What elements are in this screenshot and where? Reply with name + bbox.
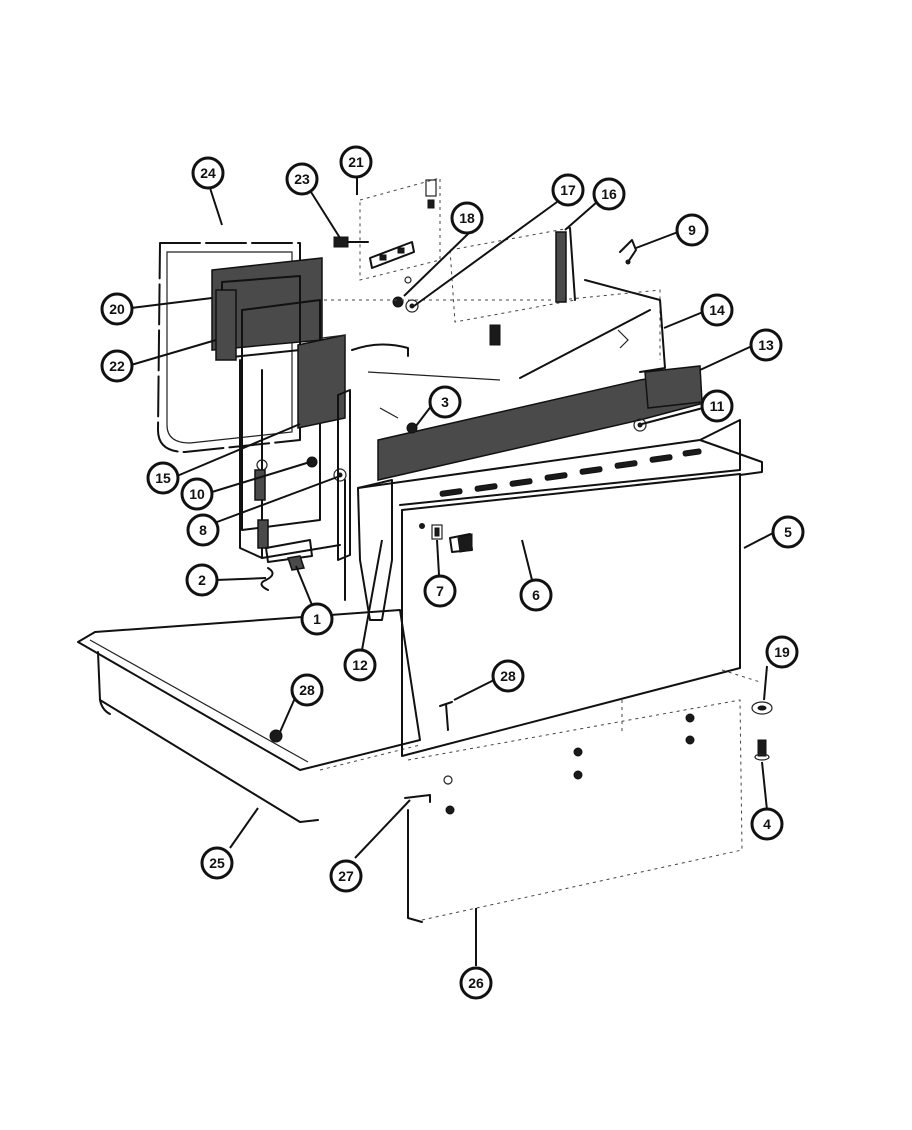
svg-text:19: 19 [774,644,790,660]
part-11-nut [633,418,647,432]
part-5-front-panel [401,473,741,757]
part-26-lower-support [407,669,761,923]
svg-text:11: 11 [710,398,725,414]
svg-text:20: 20 [109,301,125,317]
part-9-clip [619,239,637,265]
svg-text:21: 21 [348,154,364,170]
svg-text:3: 3 [441,394,449,410]
part-7-switch [431,524,443,540]
svg-text:24: 24 [200,165,216,181]
rail-slots [439,448,702,497]
svg-text:8: 8 [199,522,207,538]
part-21-back-panel [359,177,441,281]
svg-text:1: 1 [313,611,321,627]
callout-24: 24 [191,156,225,190]
svg-text:28: 28 [500,668,516,684]
callout-5: 5 [771,515,805,549]
svg-text:15: 15 [155,470,171,486]
svg-text:17: 17 [560,182,576,198]
svg-text:7: 7 [436,583,444,599]
callout-7: 7 [423,574,457,608]
svg-text:14: 14 [709,302,725,318]
part-6-knob [449,533,473,553]
svg-text:16: 16 [601,186,617,202]
callout-27: 27 [329,859,363,893]
central-divider-panel [240,279,666,381]
svg-text:18: 18 [459,210,475,226]
svg-text:5: 5 [784,524,792,540]
svg-text:22: 22 [109,358,125,374]
callout-6: 6 [519,578,553,612]
part-1-clip [287,555,305,571]
svg-text:9: 9 [688,222,696,238]
part-12-bracket [337,389,351,601]
svg-text:27: 27 [338,868,354,884]
callout-17: 17 [551,173,585,207]
callout-15: 15 [146,461,180,495]
part-3-screw [379,407,418,434]
callout-22: 22 [100,349,134,383]
callout-21: 21 [339,145,373,179]
callout-11: 11 [700,389,734,423]
callout-13: 13 [749,328,783,362]
part-27-bracket [404,794,431,803]
part-13-top-insulation [377,365,703,481]
callouts: 1 2 3 4 5 6 7 8 9 10 11 12 13 14 15 16 1… [100,145,805,1000]
callout-19: 19 [765,635,799,669]
part-15-vertical-insulation [297,334,346,429]
svg-text:23: 23 [294,171,310,187]
callout-18: 18 [450,201,484,235]
callout-25: 25 [200,846,234,880]
callout-4: 4 [750,807,784,841]
callout-16: 16 [592,177,626,211]
callout-28-lower: 28 [290,673,324,707]
svg-text:10: 10 [189,486,205,502]
svg-text:6: 6 [532,587,540,603]
callout-8: 8 [186,513,220,547]
svg-text:26: 26 [468,975,484,991]
part-16-back-panel-right [449,227,576,323]
callout-10: 10 [180,477,214,511]
svg-text:2: 2 [198,572,206,588]
callout-14: 14 [700,293,734,327]
svg-text:13: 13 [758,337,774,353]
part-25-base-pan [77,609,421,823]
part-20-22-left-insulation [211,257,323,531]
part-28-screws [439,701,453,731]
callout-23: 23 [285,162,319,196]
callout-3: 3 [428,385,462,419]
callout-1: 1 [300,602,334,636]
callout-26: 26 [459,966,493,1000]
part-4-screw [754,739,770,761]
svg-text:28: 28 [299,682,315,698]
left-side-wall [239,359,341,563]
callout-12: 12 [343,648,377,682]
part-19-washer [751,701,773,715]
callout-28-upper: 28 [491,659,525,693]
svg-text:12: 12 [352,657,368,673]
callout-20: 20 [100,292,134,326]
top-rail [357,419,763,621]
callout-2: 2 [185,563,219,597]
leader-lines [130,176,774,966]
part-23-screw-bracket [333,236,415,269]
svg-text:4: 4 [763,816,771,832]
callout-9: 9 [675,213,709,247]
parts-10-8-screws [306,456,347,482]
part-2-spring-clip [260,567,274,591]
svg-text:25: 25 [209,855,225,871]
